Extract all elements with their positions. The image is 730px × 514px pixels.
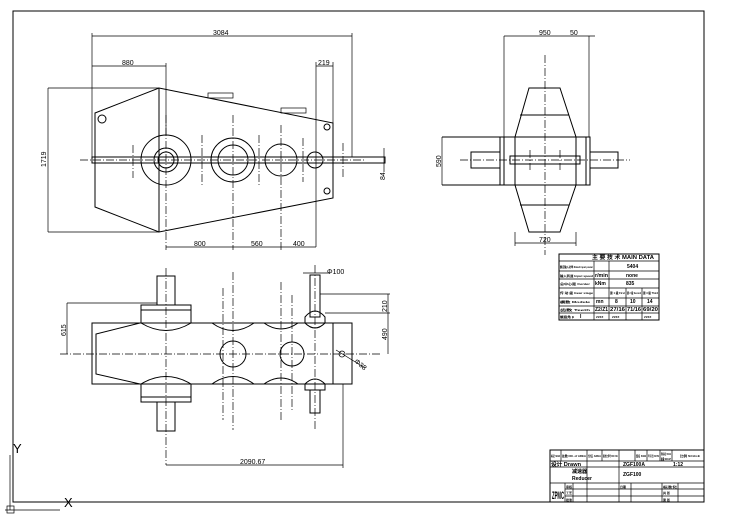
row-label: 工艺 bbox=[566, 490, 572, 495]
cell: mn bbox=[596, 299, 604, 305]
header-cell: 标记 SIGN bbox=[550, 453, 560, 458]
cell: ZZZZ bbox=[596, 315, 603, 319]
table-row: 传 动 级 Gear stage 第 1 级 First 第 2 级 Secon… bbox=[559, 290, 658, 295]
cell: I bbox=[580, 314, 582, 320]
drawing-frame bbox=[12, 10, 705, 503]
table-row: 模数 Module mn 8 10 14 bbox=[560, 299, 653, 305]
header-cell: 签名 SIGN bbox=[635, 453, 646, 458]
table-row: 齿数 Teeth Z2/Z1 27/16 71/16 69/20 bbox=[560, 307, 658, 313]
dim-left-offset: 880 bbox=[122, 60, 134, 67]
header-cell: 阶段标记 STAGE bbox=[661, 451, 671, 456]
dim-a: 210 bbox=[382, 300, 389, 312]
scale-value: 1:12 bbox=[673, 462, 683, 468]
cell: 总中心距 Center bbox=[560, 281, 591, 286]
ucs-x-label: X bbox=[64, 495, 73, 510]
dim-top-shaft-dia: Φ100 bbox=[327, 269, 344, 276]
cell: 螺旋角 β bbox=[560, 314, 574, 319]
dim-shaft-dia: 84 bbox=[380, 172, 387, 180]
cell: ZZZZ bbox=[644, 315, 651, 319]
table-row: 额定输入功率 Rated input power 5404 bbox=[560, 264, 638, 270]
cell: 8 bbox=[615, 299, 618, 305]
dim-b: 490 bbox=[382, 328, 389, 340]
cell: ZZZZ bbox=[612, 315, 619, 319]
dim-half-width: 615 bbox=[61, 324, 68, 336]
drawing-number: ZGF100 bbox=[623, 472, 642, 478]
cell: 第 2 级 Second bbox=[627, 290, 641, 295]
side-view: 950 50 590 720 bbox=[436, 30, 630, 255]
row-label: 第 张 bbox=[663, 497, 671, 502]
header-cell: 重量 WEIGHT bbox=[661, 456, 671, 461]
cell: kNm bbox=[595, 281, 606, 287]
dim-center-3: 400 bbox=[293, 241, 305, 248]
cell: 输入转速 Input speed bbox=[560, 273, 593, 278]
row-label: 共 张 bbox=[663, 490, 671, 495]
title-block: 标记 SIGN 处数 NO. of AREA 分区 AREA 更改文件号 DOC… bbox=[549, 449, 705, 503]
dim-height: 1719 bbox=[41, 151, 48, 167]
drawn-label: 设计 Drawn bbox=[551, 461, 581, 468]
header-cell: 分区 AREA bbox=[588, 453, 602, 458]
dim-side-offset: 50 bbox=[570, 30, 578, 37]
cell: 模数 Module bbox=[560, 299, 591, 304]
cell: 第 3 级 Third bbox=[643, 290, 658, 295]
cell: 传 动 级 Gear stage bbox=[559, 290, 594, 295]
cell: 71/16 bbox=[627, 307, 641, 313]
front-view: 3084 880 219 1719 800 560 400 84 bbox=[41, 30, 387, 250]
drawing-code: ZGF100A bbox=[623, 462, 645, 468]
row-label: 标准化 bbox=[661, 484, 677, 489]
header-cell: 处数 NO. of AREA bbox=[561, 453, 587, 458]
table-row: 总中心距 Center kNm 835 bbox=[560, 281, 635, 287]
dim-hole: Φ38 bbox=[353, 358, 368, 372]
dim-center-2: 560 bbox=[251, 241, 263, 248]
cell: none bbox=[626, 273, 638, 279]
company-logo: ZPMC bbox=[552, 490, 564, 502]
cell: 14 bbox=[647, 299, 653, 305]
dim-right-flange: 219 bbox=[318, 60, 330, 67]
top-view: 615 2090.67 Φ100 210 490 Φ38 bbox=[60, 265, 390, 468]
dim-side-height: 590 bbox=[436, 155, 443, 167]
cell: 27/16 bbox=[610, 307, 625, 313]
drawing-name-cn: 减速器 bbox=[572, 468, 588, 475]
cell: 第 1 级 First bbox=[610, 290, 625, 295]
cell: 5404 bbox=[627, 264, 638, 270]
drawing-name-en: Reducer bbox=[572, 476, 592, 482]
cell: 额定输入功率 Rated input power bbox=[560, 264, 594, 269]
dim-side-width: 950 bbox=[539, 30, 551, 37]
dim-overall-length: 3084 bbox=[213, 30, 229, 37]
table-row: 螺旋角 β I ZZZZ ZZZZ ZZZZ bbox=[560, 314, 651, 320]
dim-center-1: 800 bbox=[194, 241, 206, 248]
header-cell: 比例 SCALE bbox=[680, 453, 700, 458]
row-label: 审核 bbox=[566, 484, 572, 489]
cell: r/min bbox=[595, 273, 608, 279]
cell: 69/20 bbox=[643, 307, 658, 313]
table-row: 输入转速 Input speed r/min none bbox=[560, 273, 638, 279]
header-cell: 更改文件号 DOC NO. bbox=[603, 453, 618, 458]
table-title: 主 要 技 术 MAIN DATA bbox=[592, 254, 654, 261]
ucs-icon: Y X bbox=[5, 441, 73, 514]
header-cell: 年月日 DATE bbox=[648, 453, 659, 458]
cell: 835 bbox=[626, 281, 635, 287]
main-data-table: 主 要 技 术 MAIN DATA 额定输入功率 Rated input pow… bbox=[558, 253, 660, 321]
ucs-y-label: Y bbox=[13, 441, 22, 456]
row-label: 日期 bbox=[620, 484, 626, 489]
cell: 齿数 Teeth bbox=[560, 307, 590, 312]
dim-body-width: 720 bbox=[539, 237, 551, 244]
cell: 10 bbox=[630, 299, 636, 305]
cell: Z2/Z1 bbox=[595, 307, 608, 313]
row-label: 批准 bbox=[566, 497, 572, 502]
dim-top-length: 2090.67 bbox=[240, 459, 265, 466]
